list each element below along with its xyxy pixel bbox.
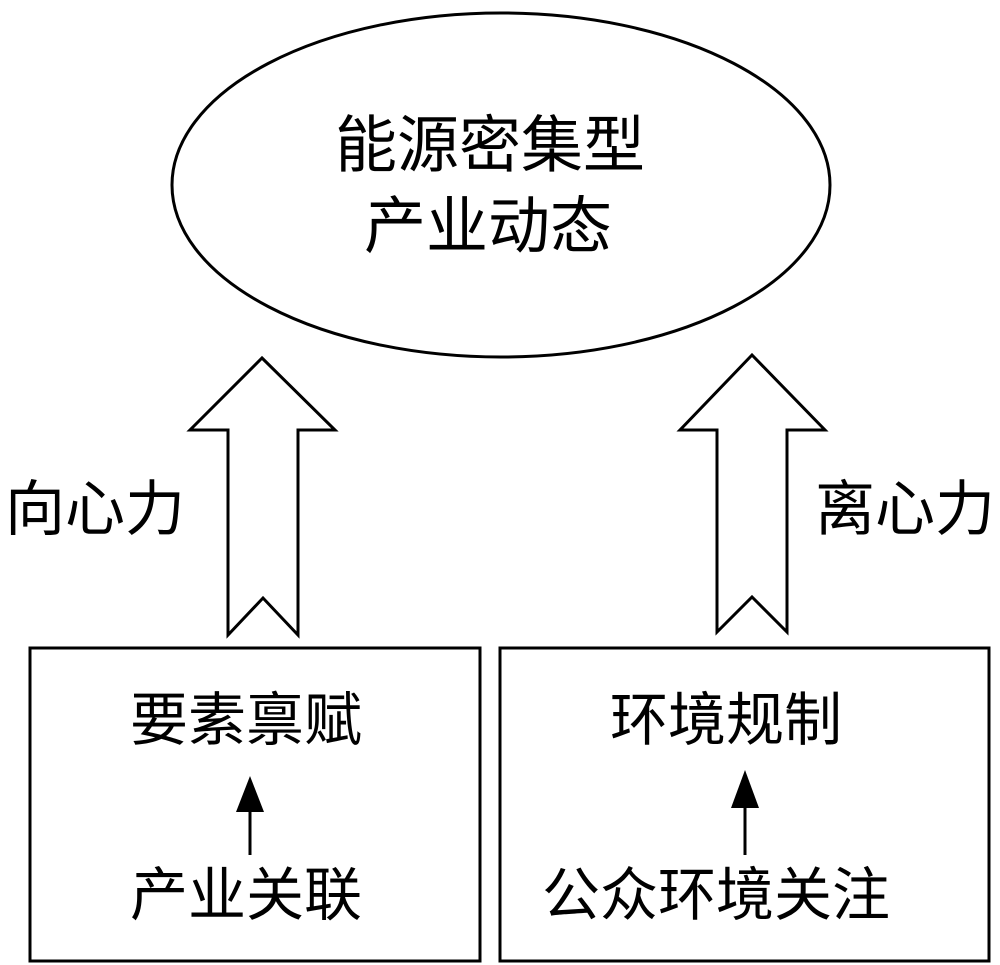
left-factor-box: 要素禀赋 产业关联: [28, 646, 482, 963]
centrifugal-force-label: 离心力: [815, 475, 995, 545]
industry-linkage-label: 产业关联: [130, 861, 362, 929]
centrifugal-hollow-arrow: [676, 352, 829, 636]
ellipse-title-line1: 能源密集型: [335, 109, 645, 182]
left-small-arrow-head: [236, 776, 264, 812]
ellipse-title-line2: 产业动态: [364, 190, 612, 263]
right-small-arrow-head: [731, 770, 759, 808]
energy-industry-node: 能源密集型 产业动态: [170, 11, 832, 359]
public-environmental-concern-label: 公众环境关注: [542, 861, 890, 929]
factor-endowment-label: 要素禀赋: [130, 686, 362, 754]
environmental-regulation-label: 环境规制: [610, 686, 842, 754]
right-factor-box: 环境规制 公众环境关注: [498, 646, 991, 963]
centripetal-force-label: 向心力: [5, 475, 185, 545]
energy-industry-ellipse: [170, 11, 832, 359]
centripetal-hollow-arrow: [186, 355, 339, 639]
